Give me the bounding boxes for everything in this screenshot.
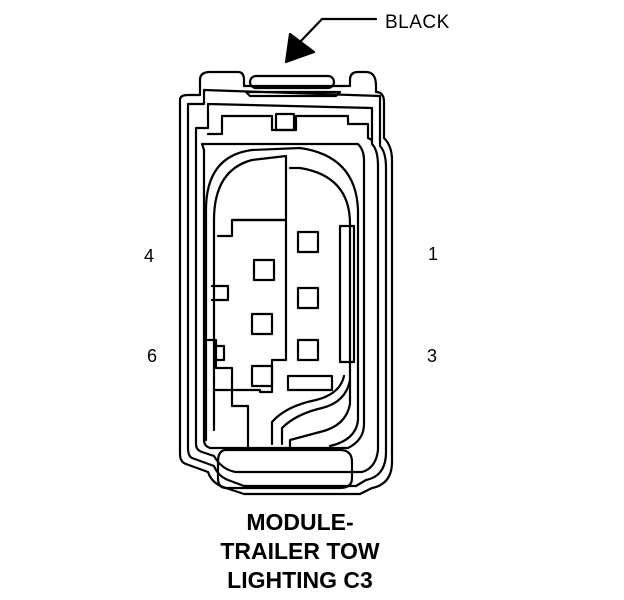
latch-ramp — [244, 90, 342, 98]
locking-ledge — [206, 114, 374, 142]
key-strip — [338, 224, 356, 364]
latch-slot — [248, 74, 336, 90]
pin-window — [252, 258, 276, 282]
polarizing-slot — [286, 374, 334, 392]
pin-window — [296, 286, 320, 310]
pin-label-1: 1 — [428, 244, 439, 264]
connector-inner-outline — [186, 88, 388, 488]
pin-window — [250, 312, 274, 336]
pin-window — [250, 364, 274, 388]
wire-channel-inner — [280, 378, 352, 446]
terminal-insert-base — [212, 388, 250, 450]
terminal-cavity-arch-outer — [204, 146, 360, 448]
cavity-frame — [200, 142, 366, 450]
latch-tab — [274, 112, 296, 132]
connector-title: MODULE- TRAILER TOW LIGHTING C3 — [150, 508, 450, 595]
terminal-insert-step-lower — [212, 344, 226, 362]
terminal-cavity-arch-inner — [288, 166, 352, 448]
title-line-1: MODULE- — [246, 509, 354, 535]
terminal-insert-left — [206, 218, 288, 394]
title-line-3: LIGHTING C3 — [227, 567, 373, 593]
pin-window — [296, 338, 320, 362]
pin-window — [296, 230, 320, 254]
pin-label-3: 3 — [427, 346, 438, 366]
pin-label-4: 4 — [144, 246, 155, 266]
connector-shell-outline — [194, 102, 380, 474]
bottom-boss — [216, 448, 354, 490]
pin-label-6: 6 — [147, 346, 158, 366]
title-line-2: TRAILER TOW — [220, 538, 380, 564]
color-leader-arrow — [284, 17, 378, 64]
terminal-insert-step — [210, 284, 230, 302]
wire-channel — [270, 374, 346, 446]
connector-outer-housing — [178, 70, 394, 496]
wire-color-label: BLACK — [385, 12, 450, 33]
